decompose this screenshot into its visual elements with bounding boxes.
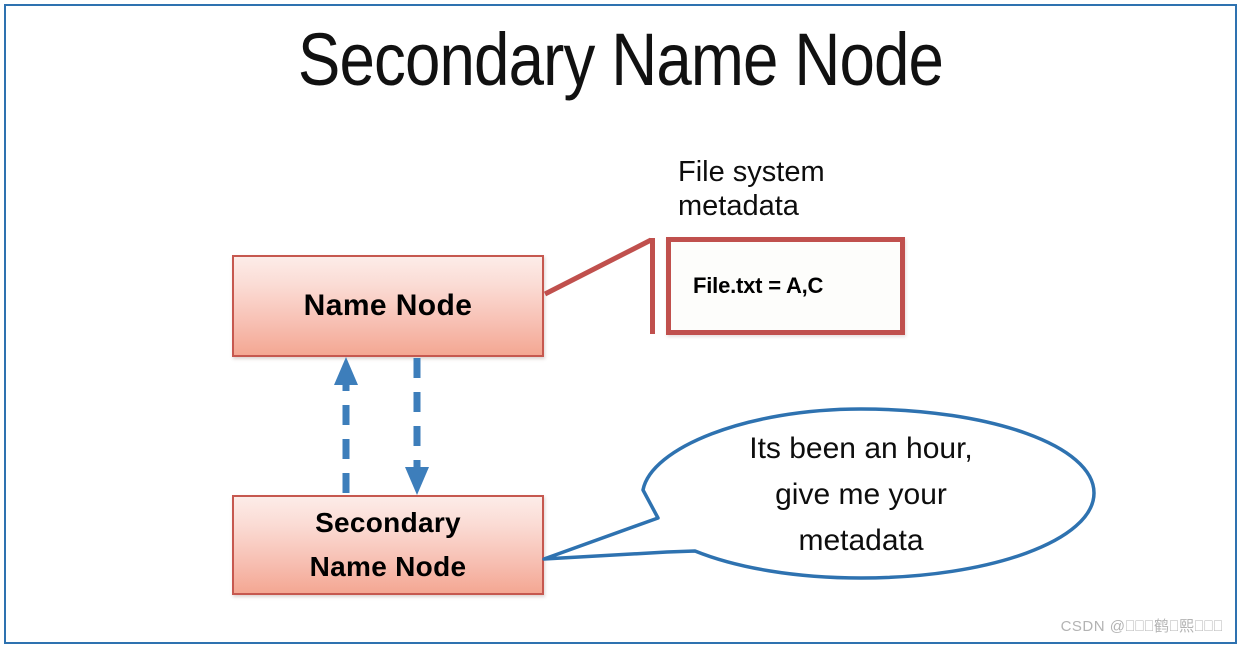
name-node-box[interactable]: Name Node — [232, 255, 544, 357]
page-title: Secondary Name Node — [297, 18, 944, 101]
name-node-to-secondary-down-arrow — [405, 358, 429, 495]
slide-canvas: Secondary Name Node File system metadata… — [4, 4, 1237, 644]
secondary-name-node-box[interactable]: Secondary Name Node — [232, 495, 544, 595]
secondary-name-node-label: Secondary Name Node — [309, 507, 467, 582]
csdn-watermark: CSDN @⎕⎕⎕鹤⎕熙⎕⎕⎕ — [1060, 618, 1223, 635]
secondary-to-name-node-up-arrow — [334, 357, 358, 493]
metadata-value-text: File.txt = A,C — [693, 273, 824, 298]
name-node-label: Name Node — [303, 289, 473, 322]
metadata-connector-tick — [650, 238, 655, 334]
name-node-metadata-connector-line — [543, 237, 653, 297]
file-system-metadata-caption: File system metadata — [678, 156, 825, 222]
speech-bubble-text: Its been an hour, give me your metadata — [749, 432, 973, 557]
metadata-box: File.txt = A,C — [666, 237, 905, 335]
